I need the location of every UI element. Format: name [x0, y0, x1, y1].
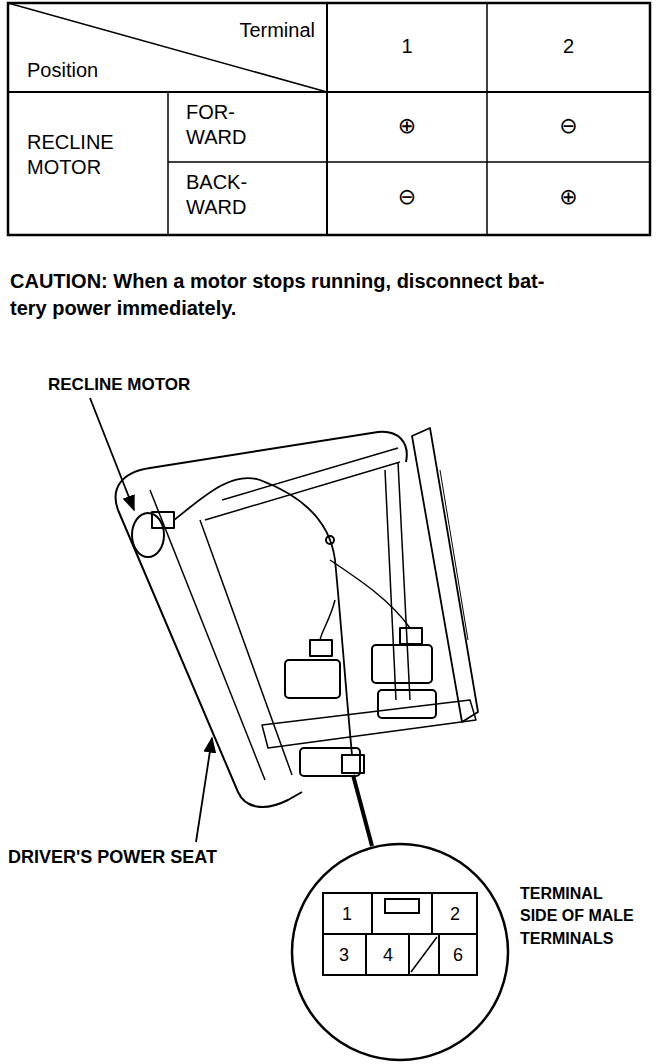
terminal-number: 1: [327, 34, 487, 59]
seat-frame: [385, 470, 396, 700]
connector-latch: [385, 899, 419, 913]
connector: [310, 640, 332, 656]
empty-cavity: [411, 937, 437, 972]
detail-circle: [292, 844, 508, 1060]
connector-rule: [408, 934, 410, 975]
wire-harness: [174, 478, 352, 755]
table-grid: [8, 3, 650, 235]
caution-note: CAUTION: When a motor stops running, dis…: [10, 268, 565, 322]
polarity-symbol: ⊕: [487, 183, 650, 211]
wire-harness: [330, 560, 410, 628]
recline-motor: [132, 513, 164, 557]
wire-clip: [326, 536, 334, 544]
connector-housing: [323, 893, 477, 975]
seat-frame: [205, 462, 400, 520]
table-header: Position: [27, 58, 98, 83]
part-name: DRIVER'S POWER SEAT: [8, 846, 217, 869]
row-heading: RECLINE MOTOR: [27, 130, 137, 180]
seat-motor: [285, 660, 340, 698]
leader-arrow: [196, 738, 212, 842]
table-rule: [167, 92, 169, 235]
seat-frame: [398, 462, 410, 700]
part-name: TERMINAL SIDE OF MALE TERMINALS: [520, 883, 641, 950]
seat-side-panel: [200, 520, 292, 775]
seat-motor: [378, 690, 436, 718]
connector-rule: [365, 934, 367, 975]
table-diagonal: [8, 3, 327, 92]
seat-side-panel: [150, 490, 265, 780]
position-cell: FOR- WARD: [186, 100, 256, 150]
connector-face: [323, 893, 477, 975]
polarity-symbol: ⊖: [487, 112, 650, 140]
recline-track: [412, 428, 478, 722]
table-rule: [486, 3, 488, 235]
seat-frame: [262, 700, 476, 748]
recline-motor-connector: [152, 512, 174, 528]
seat-outline: [118, 510, 302, 807]
pin-number: 1: [332, 903, 362, 926]
wire-leader: [353, 775, 372, 846]
position-cell: BACK- WARD: [186, 170, 256, 220]
pin-number: 2: [440, 903, 470, 926]
connector: [400, 628, 422, 644]
seat-outline: [116, 432, 407, 510]
pin-number: 4: [373, 944, 403, 967]
polarity-symbol: ⊖: [327, 183, 487, 211]
recline-track: [440, 470, 468, 640]
table-rule: [8, 91, 650, 93]
pin-number: 6: [443, 944, 473, 967]
table-header: Terminal: [205, 18, 315, 43]
connector: [342, 755, 364, 773]
pin-number: 3: [329, 944, 359, 967]
pin-cell: [323, 893, 372, 934]
seat-drawing: [116, 428, 478, 807]
seat-motor: [372, 645, 432, 683]
pin-cell: [432, 893, 477, 934]
table-rule: [326, 3, 328, 235]
seat-frame: [222, 448, 398, 500]
part-name: RECLINE MOTOR: [48, 374, 190, 395]
leader-arrow: [90, 398, 134, 510]
terminal-number: 2: [487, 34, 650, 59]
table-rule: [168, 161, 650, 163]
connector-rule: [438, 934, 440, 975]
table-border: [8, 3, 650, 235]
wire-harness: [320, 600, 335, 640]
polarity-symbol: ⊕: [327, 112, 487, 140]
